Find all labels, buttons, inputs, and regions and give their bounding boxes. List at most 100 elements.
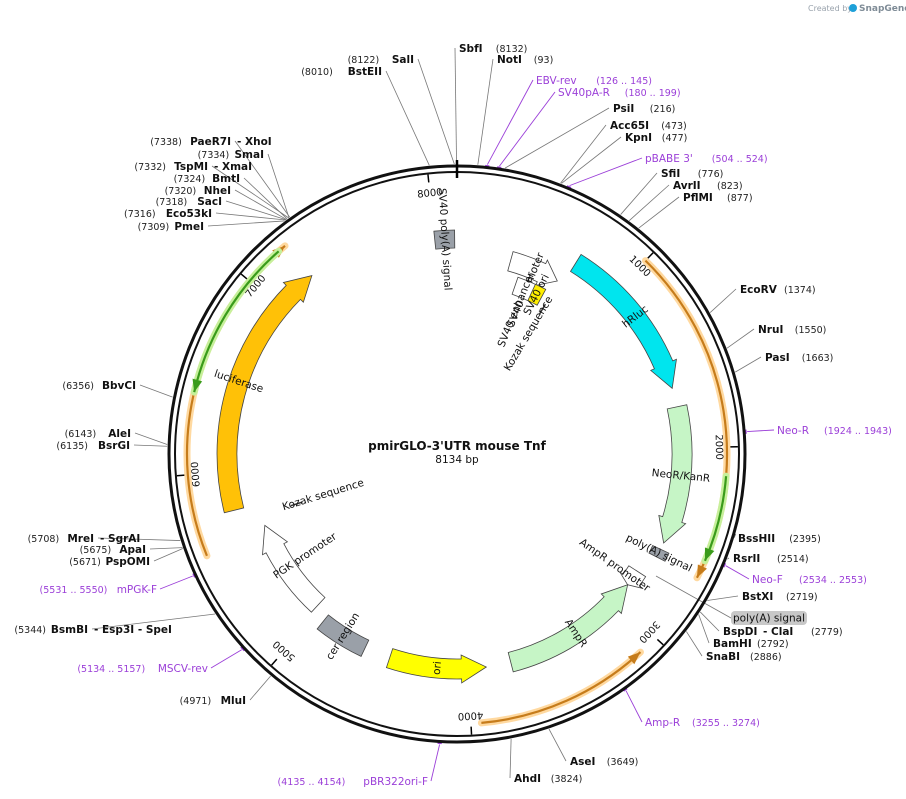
site-leader-line	[709, 288, 737, 313]
site-position: (8010)	[301, 67, 333, 78]
site-name: BamHI	[713, 638, 752, 650]
primer-sv40pa-r: SV40pA-R(180 .. 199)	[558, 87, 681, 99]
orf-arrowhead	[627, 652, 641, 665]
site-leader-line	[504, 107, 610, 169]
orf-arc	[193, 250, 280, 393]
primer-pbr322ori-f: pBR322ori-F(4135 .. 4154)	[278, 776, 428, 788]
site-labels: SbfI(8132)SalI(8122)BstEII(8010)NotI(93)…	[14, 43, 891, 788]
site-leader-line	[211, 165, 289, 219]
site-leader-line	[548, 728, 567, 762]
site-pasi: PasI(1663)	[765, 352, 833, 364]
tick-mark	[240, 273, 248, 280]
site-leader-line	[699, 611, 720, 632]
site-position: (6135)	[56, 441, 88, 452]
site-acc65i: Acc65I(473)	[610, 120, 687, 132]
site-eco53ki: Eco53kI(7316)	[124, 208, 212, 220]
orf-arrowhead	[704, 547, 715, 561]
site-name: MreI	[67, 533, 94, 545]
primer-range: (126 .. 145)	[596, 76, 652, 87]
site-paer7i: PaeR7I(7338)- XhoI	[150, 136, 272, 148]
credit-brand: SnapGene	[859, 4, 906, 14]
primer-range: (5531 .. 5550)	[40, 585, 108, 596]
site-leader-line	[267, 153, 290, 218]
primer-name: Neo-R	[777, 425, 809, 437]
primer-leader-line	[725, 565, 750, 580]
primer-pbabe-3: pBABE 3'(504 .. 524)	[645, 153, 768, 165]
primer-range: (1924 .. 1943)	[824, 426, 892, 437]
badge-bg	[731, 611, 807, 625]
primer-mpgk-f: mPGK-F (5531 .. 5550)	[40, 584, 157, 596]
site-leader-line	[686, 631, 703, 657]
site-position: (6143)	[65, 429, 97, 440]
site-position: (7334)	[198, 150, 230, 161]
primer-range: (4135 .. 4154)	[278, 777, 346, 788]
site-position: (93)	[534, 55, 554, 66]
site-saci: SacI(7318)	[156, 196, 222, 208]
feature-neor-kanr-label: NeoR/KanR	[651, 467, 711, 485]
primer-leader-line	[487, 79, 534, 165]
primer-amp-r: Amp-R(3255 .. 3274)	[645, 717, 760, 729]
site-name: ApaI	[119, 544, 146, 556]
site-leader-line	[638, 196, 680, 229]
site-position: (7332)	[134, 162, 166, 173]
site-bsrgi: BsrGI (6135)	[56, 440, 130, 452]
site-name: Acc65I	[610, 120, 649, 132]
primer-name: mPGK-F	[117, 584, 157, 596]
site-name: AhdI	[514, 773, 541, 785]
site-rsrii: RsrII(2514)	[733, 553, 809, 565]
site-bsmbi: BsmBI(5344)- Esp3I - SpeI	[14, 624, 172, 636]
site-leader-line	[234, 140, 291, 218]
tick-label: 6000	[190, 461, 203, 487]
site-leader-line	[207, 220, 285, 227]
site-leader-line	[215, 212, 286, 221]
site-position: (5671)	[69, 557, 101, 568]
site-ecorv: EcoRV(1374)	[740, 284, 816, 296]
site-name: BstXI	[742, 591, 773, 603]
site-position: (1374)	[784, 285, 816, 296]
site-name: BsrGI	[98, 440, 130, 452]
site-position: (8122)	[348, 55, 380, 66]
center-label: pmirGLO-3'UTR mouse Tnf 8134 bp	[368, 439, 546, 466]
site-asei: AseI(3649)	[570, 756, 638, 768]
site-name: BbvCI	[102, 380, 136, 392]
badge-leader-line	[655, 575, 732, 619]
site-leader-line	[153, 548, 183, 562]
site-name: NheI	[204, 185, 231, 197]
primer-range: (180 .. 199)	[625, 88, 681, 99]
site-name: SmaI	[235, 149, 265, 161]
site-sfii: SfiI(776)	[661, 168, 723, 180]
site-leader-line	[385, 70, 430, 166]
site-snabi: SnaBI (2886)	[706, 651, 782, 663]
primer-leader-line	[499, 91, 556, 167]
site-name: KpnI	[625, 132, 652, 144]
site-avrii: AvrII(823)	[673, 180, 743, 192]
site-name: PspOMI	[105, 556, 150, 568]
site-leader-line	[727, 557, 730, 560]
primer-range: (5134 .. 5157)	[77, 664, 145, 675]
feature-neor-kanr	[658, 404, 693, 544]
site-position: (2779)	[811, 627, 843, 638]
site-position: (2886)	[750, 652, 782, 663]
primer-leader-line	[747, 429, 775, 432]
site-ahdi: AhdI(3824)	[514, 773, 582, 785]
primer-name: Neo-F	[752, 574, 783, 586]
tick-label: 8000	[417, 187, 443, 201]
site-name: AvrII	[673, 180, 701, 192]
site-name: PasI	[765, 352, 790, 364]
credit-prefix: Created by	[808, 4, 852, 13]
orf-arrowhead	[696, 564, 707, 578]
site-leader-line	[417, 58, 455, 165]
site-name: SnaBI	[706, 651, 740, 663]
site-mlui: MluI(4971)	[180, 695, 246, 707]
feature-luciferase	[216, 275, 313, 514]
site-leader-line	[134, 432, 168, 445]
site-name: NruI	[758, 324, 783, 336]
primer-leader-line	[625, 690, 643, 723]
site-position: (8132)	[496, 44, 528, 55]
site-leader-line	[149, 547, 183, 550]
site-leader-line	[620, 172, 658, 215]
outer-feature-arcs	[183, 242, 731, 727]
feature-ampr-promoter	[619, 565, 647, 589]
site-leader-line	[477, 58, 494, 165]
